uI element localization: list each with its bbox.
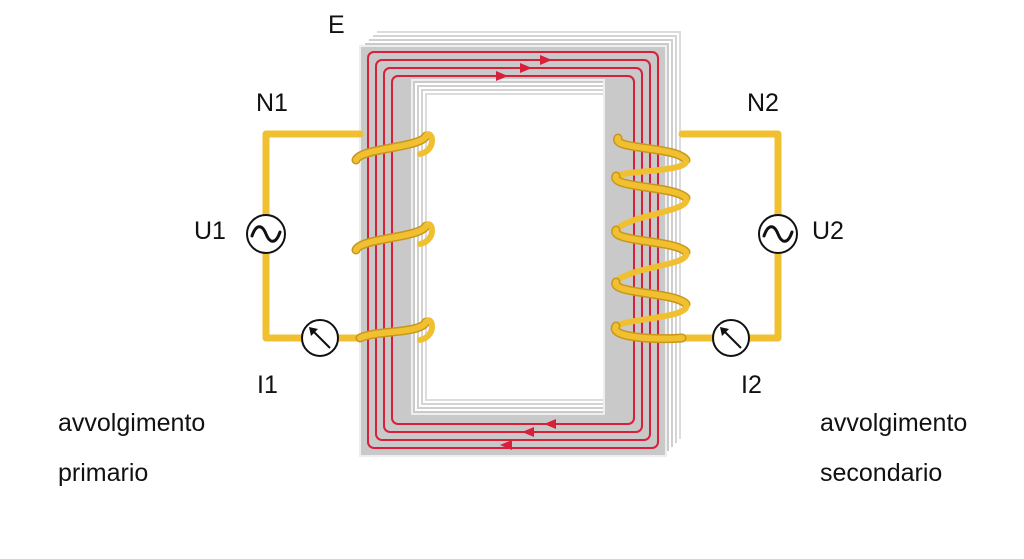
primary-voltage-label: U1: [194, 217, 226, 245]
secondary-turns-label: N2: [747, 89, 779, 117]
secondary-ammeter-icon: [712, 319, 750, 357]
primary-coil-1: [351, 131, 435, 165]
core-label: E: [328, 11, 345, 39]
flux-arrow-top-3: [496, 71, 508, 81]
secondary-caption-line1: avvolgimento: [820, 409, 968, 437]
secondary-coil-2: [611, 171, 691, 233]
primary-ammeter-icon: [301, 319, 339, 357]
iron-core: [359, 29, 683, 457]
primary-winding: [351, 131, 435, 343]
primary-coil-2: [351, 221, 435, 255]
primary-current-label: I1: [257, 371, 278, 399]
secondary-current-label: I2: [741, 371, 762, 399]
primary-coil-3: [355, 317, 435, 343]
primary-source-icon: [246, 214, 286, 254]
secondary-circuit: [678, 130, 782, 342]
secondary-winding: [610, 133, 691, 344]
flux-arrow-bottom-2: [522, 427, 534, 437]
secondary-source-icon: [758, 214, 798, 254]
flux-lines: [367, 51, 659, 449]
flux-arrow-bottom-1: [544, 419, 556, 429]
secondary-coil-4: [611, 277, 691, 329]
primary-caption-line1: avvolgimento: [58, 409, 206, 437]
secondary-coil-3: [611, 225, 691, 285]
flux-arrow-top-2: [520, 63, 532, 73]
primary-turns-label: N1: [256, 89, 288, 117]
flux-arrow-top-1: [540, 55, 552, 65]
secondary-coil-5: [610, 321, 687, 344]
primary-caption-line2: primario: [58, 459, 149, 487]
flux-arrows: [496, 55, 556, 450]
flux-arrow-bottom-3: [500, 440, 512, 450]
secondary-voltage-label: U2: [812, 217, 844, 245]
secondary-coil-1: [613, 133, 691, 179]
secondary-caption-line2: secondario: [820, 459, 943, 487]
